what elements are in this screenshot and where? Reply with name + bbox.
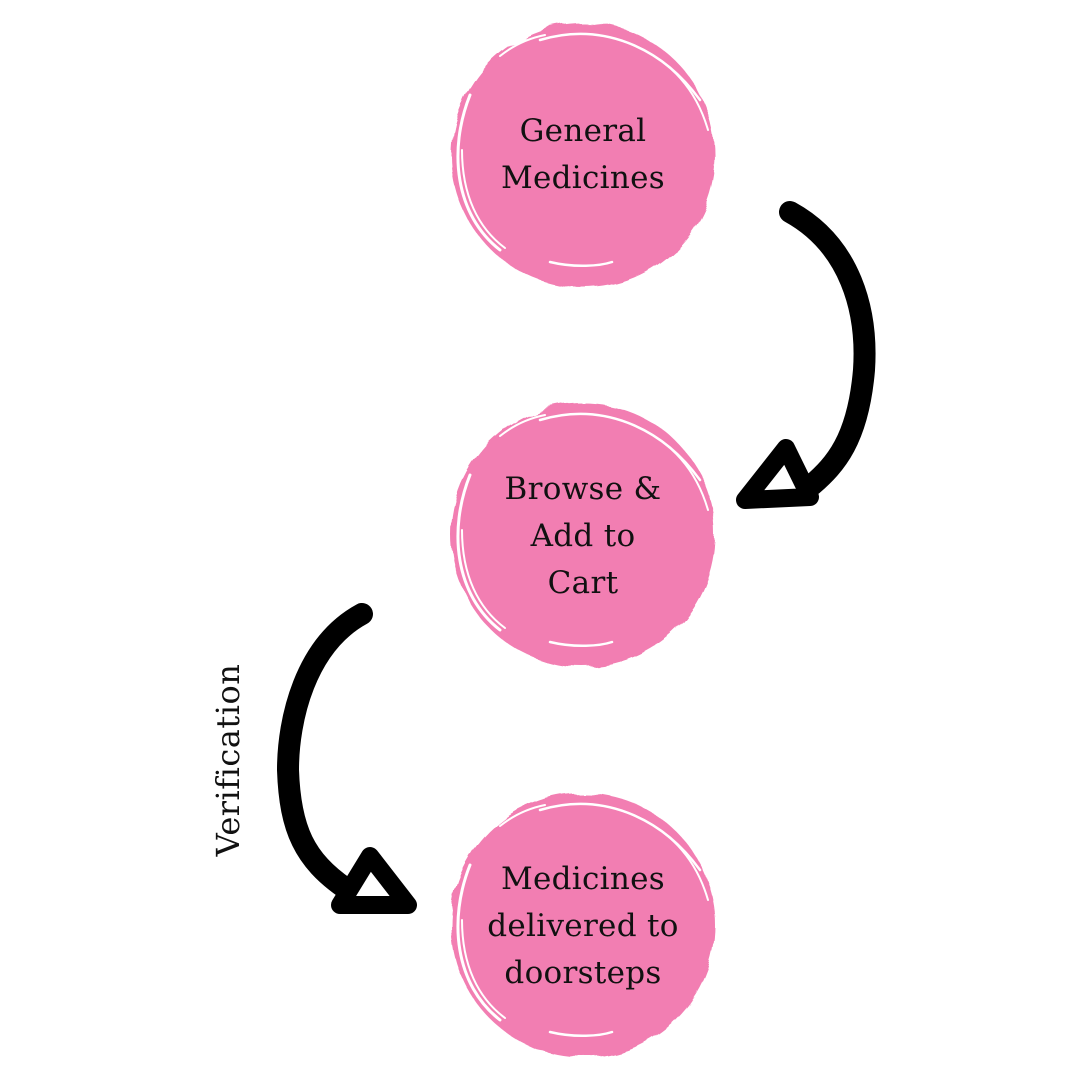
node-label-general-medicines: General Medicines	[500, 113, 666, 196]
arrow-general-to-browse	[736, 201, 876, 509]
node-circle-general-medicines	[451, 23, 715, 287]
node-circle-browse-add-to-cart	[451, 403, 715, 667]
arrow-browse-to-delivered	[277, 603, 417, 914]
node-circle-medicines-delivered	[451, 793, 715, 1057]
node-label-browse-add-to-cart: Browse & Add to Cart	[504, 470, 662, 601]
node-label-medicines-delivered: Medicines delivered to doorsteps	[487, 860, 679, 991]
edge-label-verification: Verification	[209, 663, 247, 857]
